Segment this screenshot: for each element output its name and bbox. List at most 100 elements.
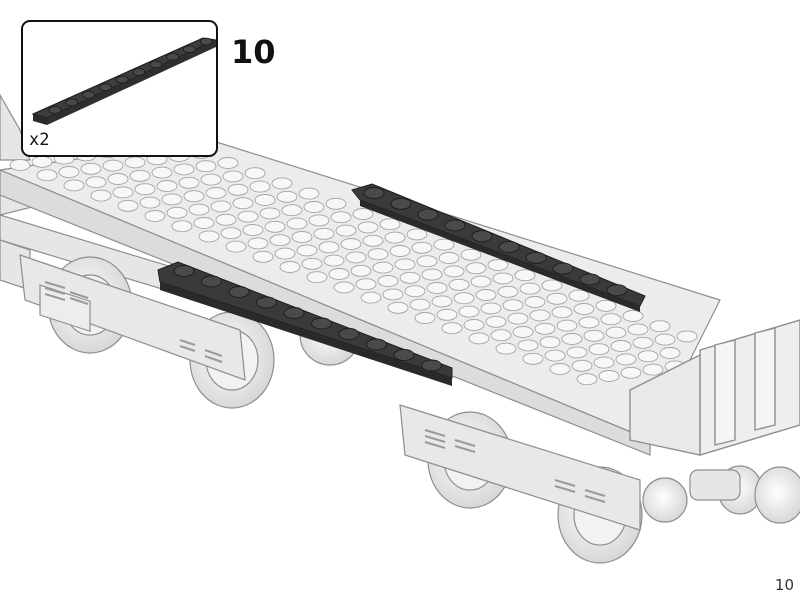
stud: [132, 68, 146, 76]
stud: [465, 262, 487, 275]
stud: [85, 176, 107, 189]
stud: [90, 189, 112, 202]
stud: [227, 183, 249, 196]
stud: [632, 336, 654, 349]
stud: [296, 244, 318, 257]
stud: [512, 326, 534, 338]
stud: [193, 217, 215, 229]
stud: [311, 317, 332, 330]
stud: [199, 37, 213, 46]
stud: [578, 316, 600, 329]
stud: [222, 170, 244, 183]
stud: [242, 224, 264, 236]
stud: [9, 159, 31, 171]
stud: [115, 75, 129, 84]
page-number: 10: [774, 576, 794, 594]
stud: [453, 292, 475, 305]
stud: [372, 261, 394, 274]
stud: [470, 275, 492, 288]
stud: [519, 282, 541, 295]
stud: [406, 228, 428, 241]
stud: [259, 207, 281, 220]
stud: [244, 167, 266, 180]
stud: [200, 173, 222, 186]
stud: [313, 227, 335, 240]
stud: [333, 281, 355, 294]
stud: [366, 338, 387, 351]
stud: [360, 291, 382, 304]
deck-studs: [9, 136, 698, 386]
stud: [129, 169, 151, 182]
stud: [249, 180, 271, 193]
stud: [546, 292, 568, 305]
stud: [283, 307, 305, 319]
stud: [149, 60, 163, 69]
stud: [228, 286, 250, 298]
stud: [394, 258, 416, 271]
stud: [458, 305, 480, 318]
stud: [58, 166, 80, 178]
plate-1x10-part: [31, 37, 216, 125]
stud: [31, 155, 53, 168]
stud: [622, 310, 644, 322]
stud: [247, 237, 269, 250]
stud: [362, 234, 384, 247]
stud: [384, 231, 406, 244]
stud: [306, 271, 328, 284]
stud: [274, 247, 296, 260]
stud: [139, 196, 161, 209]
stud: [215, 213, 237, 226]
stud: [389, 245, 411, 257]
stud: [382, 288, 404, 301]
stud: [217, 157, 239, 169]
stud: [525, 251, 547, 264]
stud: [144, 210, 166, 222]
stud: [627, 323, 649, 336]
stud: [220, 227, 242, 240]
stud: [502, 299, 524, 312]
stud: [210, 200, 232, 213]
stud: [524, 296, 546, 308]
stud: [517, 339, 539, 352]
stud: [173, 163, 195, 176]
stud: [497, 285, 519, 298]
stud: [610, 340, 632, 352]
stud: [605, 326, 627, 339]
stud: [201, 275, 222, 288]
stud: [252, 250, 274, 263]
stud: [357, 221, 379, 234]
stud: [298, 187, 320, 200]
stud: [330, 211, 352, 224]
stud: [495, 342, 517, 355]
stud: [318, 241, 340, 254]
stud: [433, 238, 455, 251]
stud: [480, 302, 502, 315]
stud: [654, 333, 676, 346]
stud: [182, 45, 196, 54]
stud: [549, 363, 571, 375]
stud: [156, 180, 178, 192]
stud: [338, 328, 360, 340]
stud: [303, 201, 325, 213]
stud: [514, 269, 536, 282]
stud: [279, 261, 301, 273]
stud: [676, 330, 698, 343]
stud: [529, 309, 551, 322]
stud: [595, 299, 617, 312]
stud: [416, 255, 438, 268]
stud: [561, 333, 583, 345]
stud: [460, 248, 482, 261]
stud: [166, 206, 188, 219]
stud: [387, 301, 409, 314]
stud: [350, 264, 372, 277]
stud: [436, 308, 458, 321]
stud: [414, 312, 436, 324]
stud: [600, 313, 622, 326]
stud: [588, 343, 610, 356]
stud: [444, 219, 466, 232]
stud: [637, 350, 659, 363]
step-number: 10: [231, 33, 276, 71]
stud: [615, 353, 637, 366]
stud: [573, 303, 595, 315]
stud: [65, 98, 79, 107]
